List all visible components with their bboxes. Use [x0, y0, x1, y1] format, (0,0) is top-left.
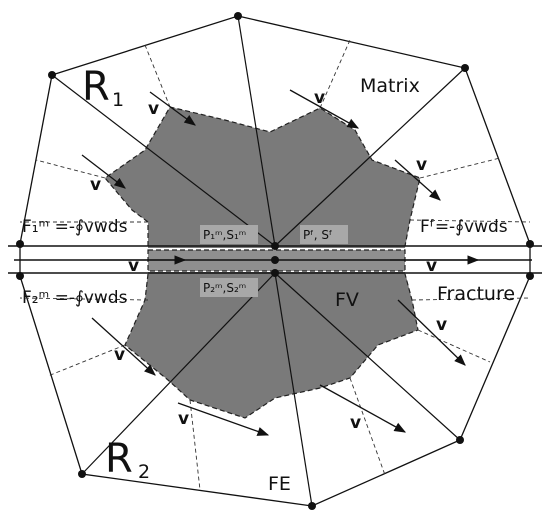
velocity-label: v — [416, 155, 427, 175]
control-volume-matrix-2 — [125, 272, 275, 418]
fe-edge — [81, 272, 276, 475]
fe-edge — [237, 15, 276, 247]
velocity-label: v — [314, 88, 325, 108]
velocity-arrow — [394, 159, 441, 201]
velocity-arrow — [91, 317, 156, 376]
pm1-label-bg — [200, 225, 258, 244]
r1-subscript: 1 — [112, 89, 124, 111]
fe-edge — [274, 272, 461, 441]
r1-label: R — [82, 64, 110, 110]
fracture-label: Fracture — [437, 283, 515, 305]
velocity-label: v — [114, 345, 125, 365]
control-volume-matrix-2-right — [275, 272, 418, 398]
velocity-label: v — [128, 256, 139, 276]
control-volume-outline-top — [104, 106, 421, 247]
fv-label: FV — [335, 289, 359, 311]
fe-edge — [51, 74, 276, 247]
velocity-arrow — [289, 89, 360, 129]
flux-fracture-label: Fᶠ=-∮vwds — [420, 217, 508, 237]
matrix-label: Matrix — [360, 75, 420, 97]
velocity-label: v — [436, 315, 447, 335]
pf-label-bg — [300, 225, 348, 244]
fe-edge — [274, 272, 313, 507]
control-volume-matrix-1-right — [270, 108, 420, 248]
flux-matrix-2-label: F₂ᵐ =-∮vwds — [22, 288, 128, 308]
velocity-arrow — [397, 299, 466, 366]
region-r1-label: R 1 — [82, 64, 124, 111]
velocity-arrow — [177, 402, 270, 436]
velocity-arrow — [81, 154, 126, 189]
mesh-nodes — [16, 12, 534, 510]
dashed-median-lines — [19, 39, 531, 491]
r2-label: R — [105, 436, 133, 482]
region-r2-label: R 2 — [105, 436, 150, 483]
pm1-label: P₁ᵐ,S₁ᵐ — [203, 228, 246, 242]
control-volume-matrix-1 — [105, 107, 270, 248]
velocity-arrow — [319, 384, 407, 433]
pm2-label-bg — [200, 278, 258, 297]
velocity-label: v — [426, 256, 437, 276]
fe-label: FE — [268, 473, 291, 495]
flux-matrix-1-label: F₁ᵐ =-∮vwds — [22, 217, 128, 237]
pf-label: Pᶠ, Sᶠ — [303, 228, 333, 242]
velocity-label: v — [90, 175, 101, 195]
fe-edge — [274, 67, 466, 247]
r2-subscript: 2 — [138, 461, 150, 483]
velocity-label: v — [178, 409, 189, 429]
velocity-label: v — [350, 413, 361, 433]
pm2-label: P₂ᵐ,S₂ᵐ — [203, 281, 246, 295]
velocity-arrow — [149, 91, 196, 126]
velocity-label: v — [148, 99, 159, 119]
velocity-arrows — [81, 89, 480, 436]
